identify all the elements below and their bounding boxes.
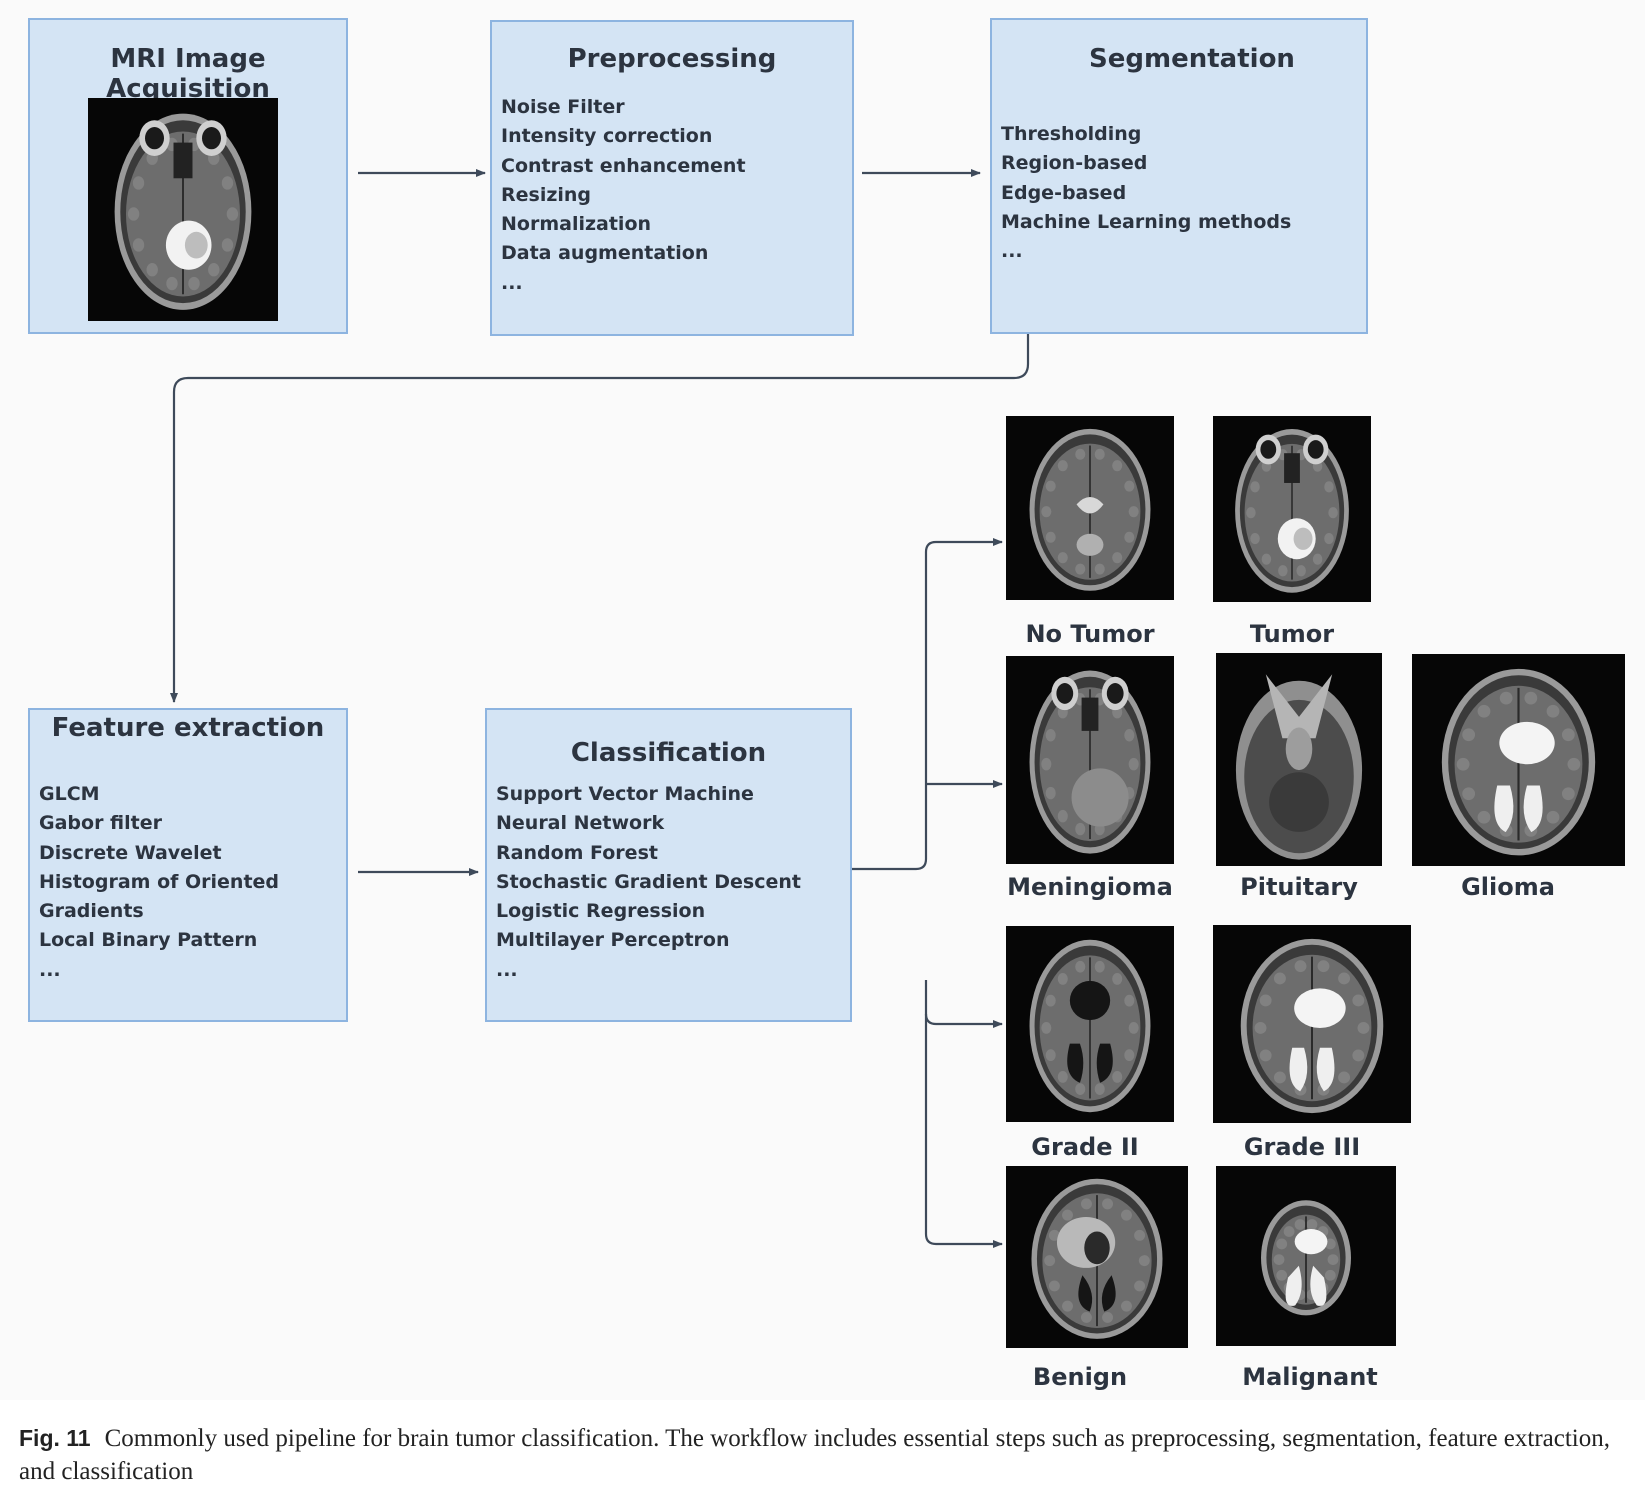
label-malignant: Malignant (1242, 1363, 1378, 1391)
classification-output-line (852, 538, 1003, 871)
list-item: Machine Learning methods (1001, 210, 1292, 233)
mri-no-tumor (1006, 416, 1174, 600)
step-segmentation: Segmentation Thresholding Region-based E… (990, 18, 1368, 334)
caption-text: Commonly used pipeline for brain tumor c… (19, 1425, 1610, 1485)
list-item: Normalization (501, 213, 652, 236)
list-item: Support Vector Machine (496, 783, 754, 805)
step-title: Segmentation (1089, 44, 1295, 74)
list-item: Edge-based (1001, 181, 1127, 204)
list-item: Discrete Wavelet (39, 841, 222, 864)
step-mri-acquisition: MRI Image Acquisition (28, 18, 348, 334)
branch-to-grades (924, 980, 1003, 1028)
mri-malignant (1216, 1166, 1396, 1346)
list-item: ... (501, 271, 523, 294)
mri-benign (1006, 1166, 1188, 1348)
list-item: Gabor filter (39, 812, 162, 835)
label-pituitary: Pituitary (1240, 873, 1358, 901)
mri-image-acquisition (88, 98, 278, 321)
list-item: Multilayer Perceptron (496, 929, 730, 952)
step-feature-extraction: Feature extraction GLCM Gabor filter Dis… (28, 708, 348, 1022)
list-item: Neural Network (496, 812, 665, 835)
list-item: Logistic Regression (496, 900, 706, 923)
list-item: Random Forest (496, 841, 658, 864)
label-glioma: Glioma (1461, 873, 1555, 901)
arrow-segmentation-to-feature-extraction (170, 333, 1030, 703)
step-title: MRI Image Acquisition (106, 44, 270, 104)
connector-lines (170, 169, 1030, 1248)
label-meningioma: Meningioma (1007, 873, 1173, 901)
list-item: ... (39, 958, 61, 981)
step-title: Preprocessing (567, 44, 777, 74)
mri-glioma (1412, 654, 1625, 866)
segmentation-list: Thresholding Region-based Edge-based Mac… (1001, 120, 1291, 266)
label-grade-3: Grade III (1243, 1133, 1361, 1161)
mri-pituitary (1216, 653, 1382, 866)
list-item: ... (496, 958, 518, 981)
feature-extraction-list: GLCM Gabor filter Discrete Wavelet Histo… (39, 780, 279, 985)
list-item: Thresholding (1001, 123, 1142, 145)
list-item: Intensity correction (501, 125, 713, 148)
step-classification: Classification Support Vector Machine Ne… (485, 708, 852, 1022)
preprocessing-list: Noise Filter Intensity correction Contra… (501, 93, 746, 298)
label-no-tumor: No Tumor (1025, 620, 1155, 648)
list-item: Gradients (39, 900, 144, 923)
branch-to-benign-malignant (924, 1014, 1003, 1248)
mri-meningioma (1006, 656, 1174, 864)
list-item: Noise Filter (501, 96, 625, 118)
label-benign: Benign (1032, 1363, 1128, 1391)
pipeline-figure: MRI Image Acquisition Preprocessing Nois… (28, 18, 1625, 1391)
mri-grade-3 (1213, 925, 1411, 1123)
classification-list: Support Vector Machine Neural Network Ra… (496, 780, 801, 985)
list-item: Region-based (1001, 152, 1148, 175)
mri-grade-2 (1006, 926, 1174, 1122)
list-item: Local Binary Pattern (39, 929, 258, 952)
list-item: Stochastic Gradient Descent (496, 870, 801, 893)
figure-number: Fig. 11 (19, 1425, 91, 1451)
label-grade-2: Grade II (1031, 1133, 1139, 1161)
mri-tumor (1213, 416, 1371, 602)
step-title: Feature extraction (51, 713, 325, 743)
label-tumor: Tumor (1249, 620, 1335, 648)
list-item: Data augmentation (501, 242, 709, 265)
list-item: Contrast enhancement (501, 154, 746, 177)
step-preprocessing: Preprocessing Noise Filter Intensity cor… (490, 20, 854, 336)
list-item: GLCM (39, 783, 100, 805)
list-item: Resizing (501, 183, 592, 206)
step-title: Classification (570, 738, 767, 768)
list-item: ... (1001, 240, 1023, 263)
list-item: Histogram of Oriented (39, 870, 280, 893)
